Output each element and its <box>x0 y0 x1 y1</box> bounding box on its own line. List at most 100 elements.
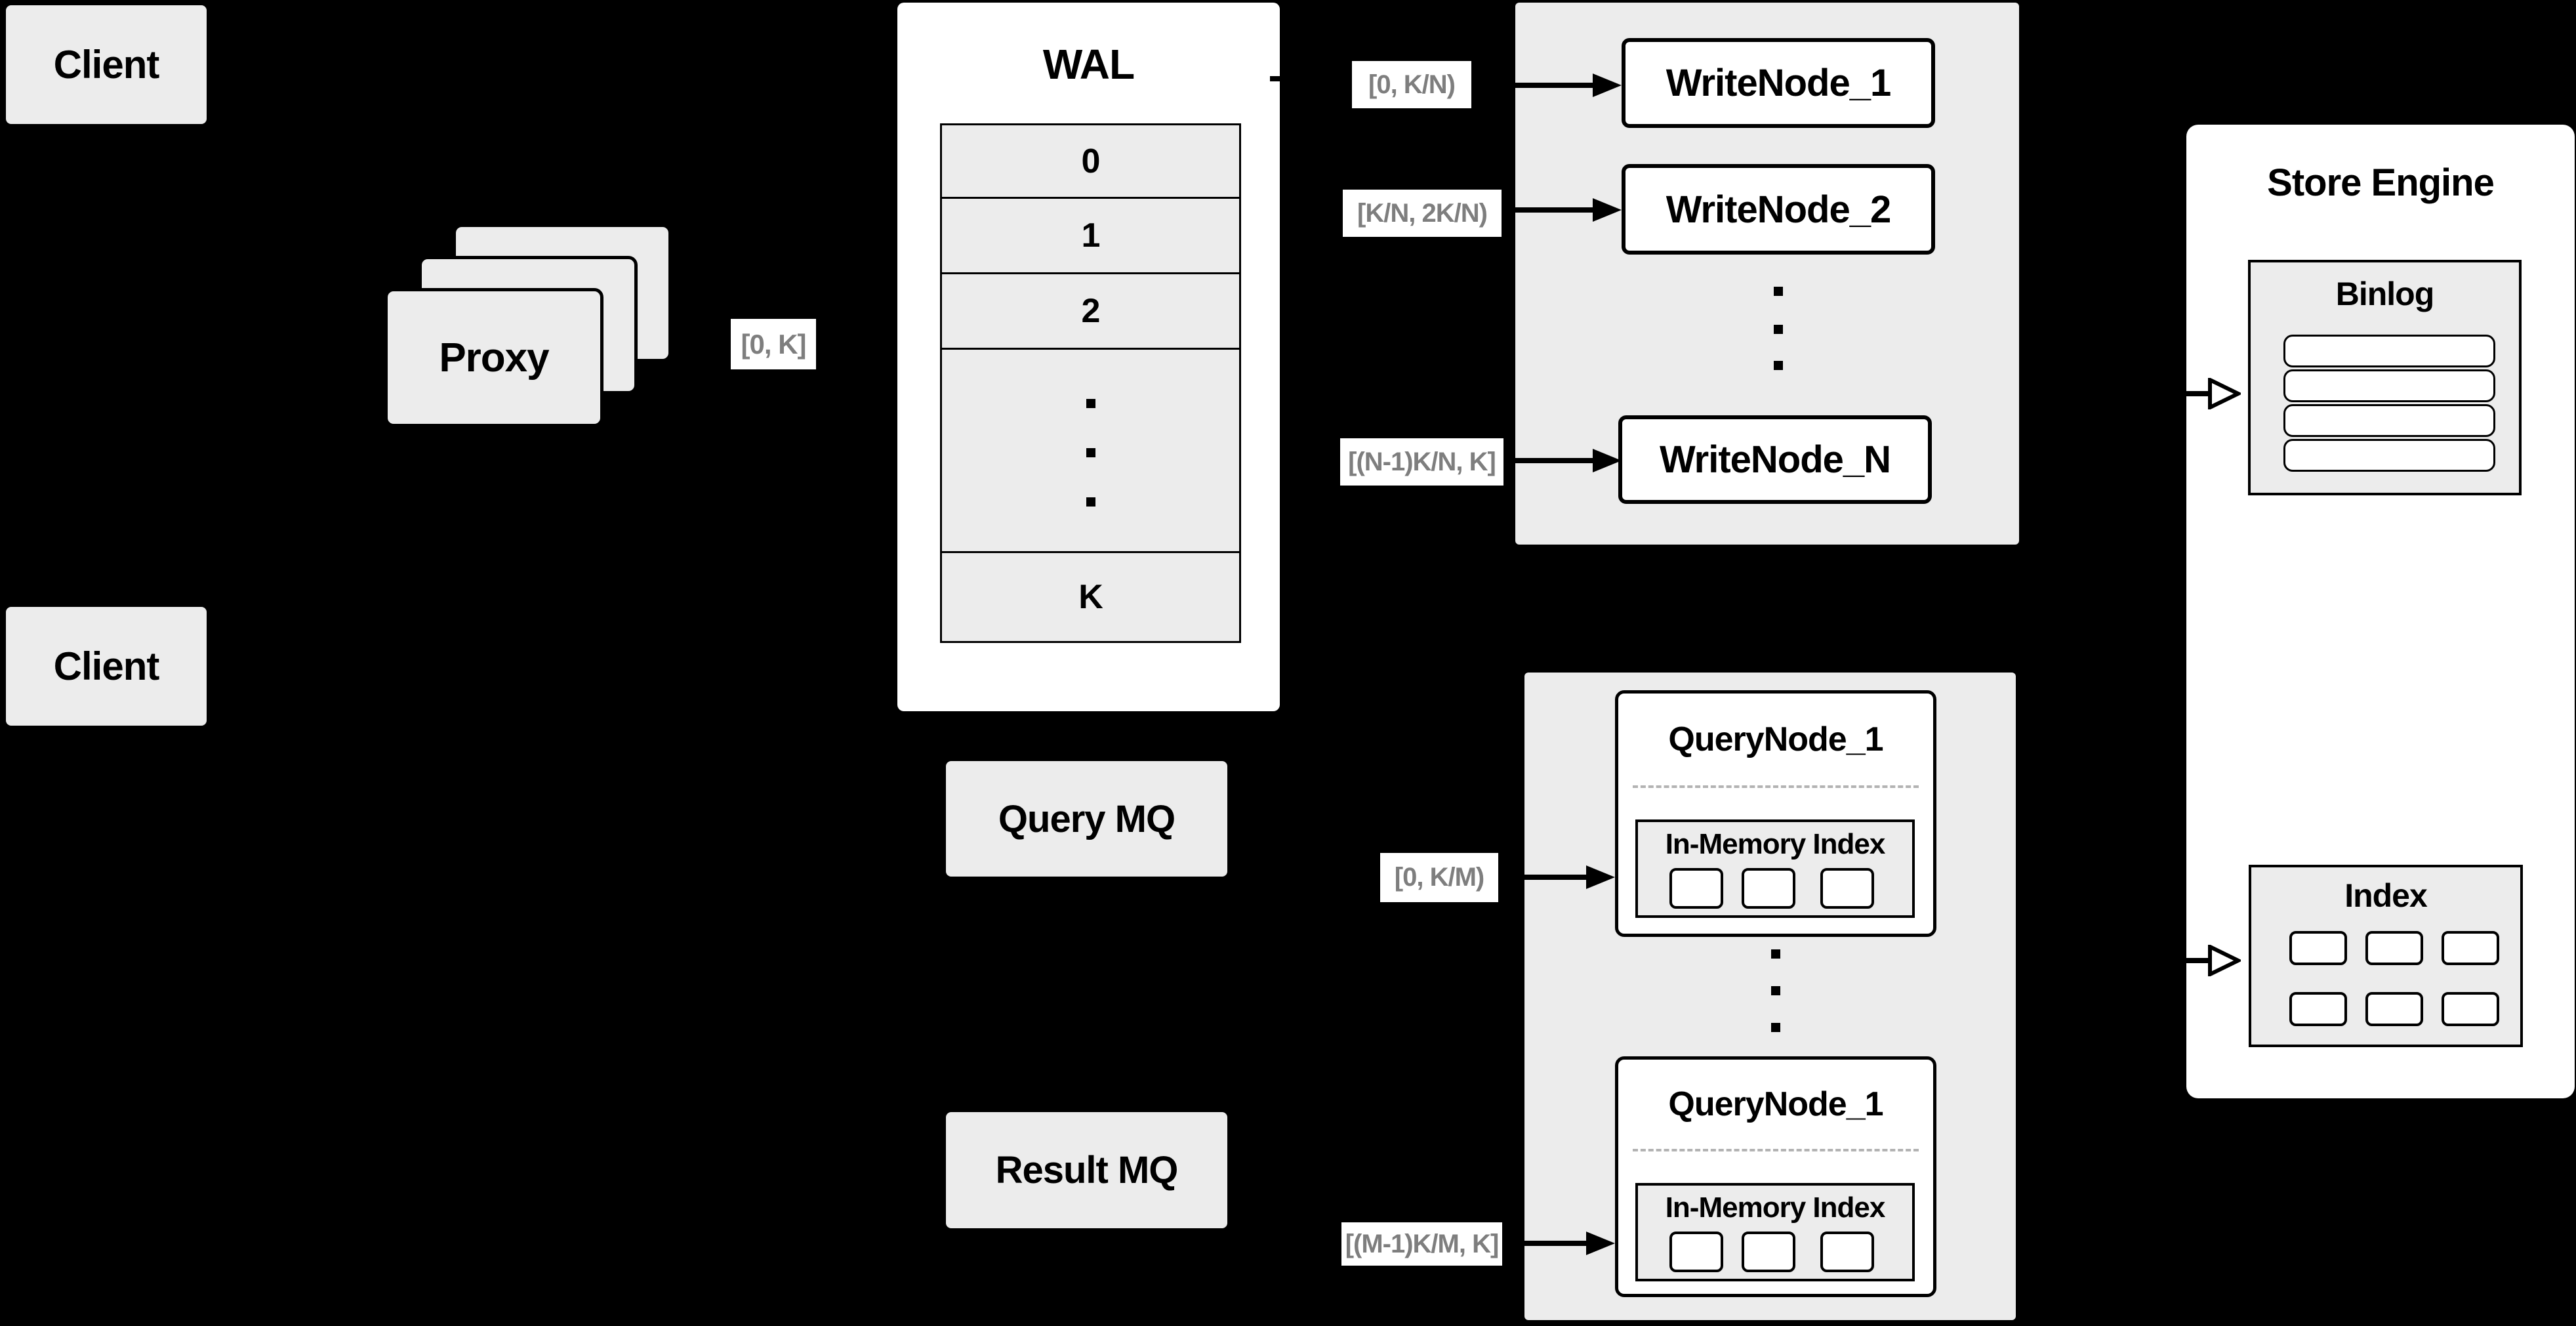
arrow-shaft <box>1503 458 1593 463</box>
client-top-label: Client <box>53 43 160 87</box>
writenode-box-1: WriteNode_1 <box>1622 38 1935 128</box>
ellipsis-dot-icon <box>1086 399 1095 408</box>
binlog-row <box>2283 369 2495 402</box>
wal-row-text: 2 <box>1081 292 1101 330</box>
inmemory-index-title: In-Memory Index <box>1638 822 1912 867</box>
binlog-row <box>2283 335 2495 367</box>
wal-row-text: 1 <box>1081 217 1101 255</box>
wal-ellipsis-row <box>942 350 1239 553</box>
querynode-box-top: QueryNode_1 In-Memory Index <box>1615 690 1936 937</box>
ellipsis-dot-icon <box>1086 497 1095 507</box>
open-arrowhead-icon <box>2208 378 2241 409</box>
wal-outgoing-line <box>1270 76 1282 81</box>
wal-box: WAL 0 1 2 K <box>897 3 1282 711</box>
open-arrowhead-icon <box>2208 945 2241 976</box>
proxy-card-front: Proxy <box>384 288 603 427</box>
write-range-label-2: [K/N, 2K/N) <box>1343 190 1502 237</box>
query-mq-label: Query MQ <box>998 797 1176 840</box>
arrow-shaft <box>1502 1241 1586 1246</box>
query-range-label-1: [0, K/M) <box>1380 853 1498 902</box>
wal-row: 2 <box>942 274 1239 350</box>
writenode-box-2: WriteNode_2 <box>1622 164 1935 255</box>
write-range-text: [0, K/N) <box>1368 70 1456 99</box>
arrowhead-icon <box>1593 198 1622 222</box>
writenode-label: WriteNode_N <box>1659 438 1891 481</box>
write-range-text: [K/N, 2K/N) <box>1357 198 1488 228</box>
querynode-divider <box>1633 1149 1919 1151</box>
binlog-title-text: Binlog <box>2335 276 2435 312</box>
ellipsis-dot-icon <box>1774 361 1783 370</box>
index-title-text: Index <box>2344 877 2428 914</box>
inmemory-index-cell <box>1669 1232 1723 1272</box>
querynode-title: QueryNode_1 <box>1618 694 1933 785</box>
querynode-title-text: QueryNode_1 <box>1668 720 1883 758</box>
arrow-shaft <box>1498 875 1586 880</box>
writenode-label: WriteNode_2 <box>1666 188 1891 231</box>
inmemory-index-title: In-Memory Index <box>1638 1186 1912 1230</box>
proxy-range-label-text: [0, K] <box>741 328 807 360</box>
wal-row: 0 <box>942 125 1239 199</box>
wal-table: 0 1 2 K <box>940 123 1241 643</box>
ellipsis-dot-icon <box>1771 986 1780 995</box>
ellipsis-dot-icon <box>1771 949 1780 959</box>
arrowhead-icon <box>1586 1232 1615 1255</box>
arrow-shaft <box>2158 958 2211 963</box>
inmemory-index-title-text: In-Memory Index <box>1665 828 1886 860</box>
index-cell <box>2365 931 2423 965</box>
wal-row: 1 <box>942 199 1239 274</box>
index-cell <box>2289 992 2347 1026</box>
query-mq-box: Query MQ <box>946 761 1227 877</box>
querynode-title-text: QueryNode_1 <box>1668 1085 1883 1123</box>
store-engine-title: Store Engine <box>2186 161 2575 204</box>
binlog-row <box>2283 404 2495 437</box>
write-range-text: [(N-1)K/N, K] <box>1348 447 1496 476</box>
store-engine-title-text: Store Engine <box>2267 161 2495 204</box>
writenode-box-n: WriteNode_N <box>1618 415 1932 504</box>
store-engine-box: Store Engine Binlog Index <box>2186 125 2575 1098</box>
proxy-label: Proxy <box>439 335 549 381</box>
binlog-title: Binlog <box>2251 262 2519 325</box>
write-range-label-1: [0, K/N) <box>1352 61 1471 108</box>
index-cell <box>2289 931 2347 965</box>
ellipsis-dot-icon <box>1774 287 1783 296</box>
querynode-title: QueryNode_1 <box>1618 1060 1933 1149</box>
arrow-shaft <box>2158 391 2211 396</box>
writenode-label: WriteNode_1 <box>1666 62 1891 104</box>
ellipsis-dot-icon <box>1771 1023 1780 1032</box>
client-bottom-box: Client <box>6 607 207 726</box>
inmemory-index-cell <box>1742 1232 1795 1272</box>
wal-title: WAL <box>897 37 1280 92</box>
query-range-text: [0, K/M) <box>1394 863 1484 892</box>
inmemory-index-title-text: In-Memory Index <box>1665 1191 1886 1224</box>
index-cell <box>2442 992 2499 1026</box>
inmemory-index-cell <box>1820 868 1874 909</box>
result-mq-label: Result MQ <box>995 1149 1179 1191</box>
ellipsis-dot-icon <box>1086 448 1095 457</box>
binlog-box: Binlog <box>2248 260 2522 495</box>
querynode-box-bottom: QueryNode_1 In-Memory Index <box>1615 1056 1936 1297</box>
wal-row-k-text: K <box>1078 578 1103 616</box>
index-title: Index <box>2251 867 2520 924</box>
inmemory-index-box: In-Memory Index <box>1635 1183 1915 1281</box>
arrowhead-icon <box>1586 865 1615 889</box>
wal-row-k: K <box>942 553 1239 641</box>
arrow-shaft <box>1471 83 1593 88</box>
inmemory-index-cell <box>1669 868 1723 909</box>
index-cell <box>2442 931 2499 965</box>
querynode-divider <box>1633 785 1919 788</box>
inmemory-index-box: In-Memory Index <box>1635 819 1915 918</box>
wal-row-text: 0 <box>1081 142 1101 180</box>
inmemory-index-cell <box>1742 868 1795 909</box>
index-cell <box>2365 992 2423 1026</box>
client-top-box: Client <box>6 5 207 124</box>
inmemory-index-cell <box>1820 1232 1874 1272</box>
query-range-text: [(M-1)K/M, K] <box>1345 1229 1500 1258</box>
query-range-label-2: [(M-1)K/M, K] <box>1341 1222 1502 1266</box>
arrowhead-icon <box>1593 449 1622 472</box>
arrow-shaft <box>1502 207 1593 213</box>
ellipsis-dot-icon <box>1774 325 1783 334</box>
wal-title-text: WAL <box>1042 41 1135 88</box>
binlog-row <box>2283 439 2495 472</box>
write-range-label-3: [(N-1)K/N, K] <box>1340 438 1503 486</box>
